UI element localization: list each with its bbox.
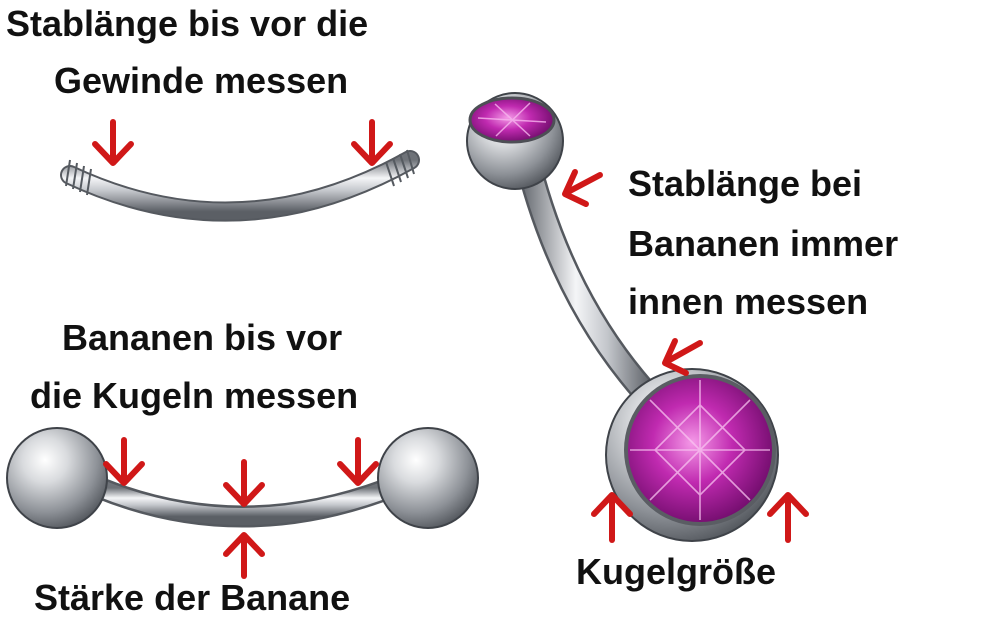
- label-banana-inner-1: Stablänge bei: [628, 163, 863, 204]
- label-ball-length-1: Bananen bis vor: [62, 317, 343, 358]
- belly-piercing: [466, 92, 779, 542]
- label-bar-thickness: Stärke der Banane: [34, 577, 351, 618]
- label-banana-inner-2: Bananen immer: [628, 223, 899, 264]
- arrow-ball-size-left: [591, 492, 633, 543]
- label-ball-length-2: die Kugeln messen: [30, 375, 359, 416]
- curved-bar-balls: [6, 427, 479, 529]
- label-thread-length-1: Stablänge bis vor die: [6, 3, 369, 44]
- large-gem-ball: [605, 368, 779, 542]
- arrow-thickness-bottom: [223, 532, 265, 579]
- label-thread-length-2: Gewinde messen: [54, 60, 349, 101]
- arrow-thread-right: [351, 119, 393, 166]
- arrow-bar-inner: [662, 338, 703, 376]
- arrow-ball-size-right: [767, 492, 809, 543]
- ball-right: [377, 427, 479, 529]
- ball-left: [6, 427, 108, 529]
- small-gem-ball: [466, 92, 564, 190]
- arrow-small-ball: [562, 169, 603, 207]
- thread-right: [385, 149, 415, 187]
- arrow-ball-right: [337, 437, 379, 486]
- arrow-thread-left: [92, 119, 134, 166]
- label-banana-inner-3: innen messen: [628, 281, 869, 322]
- arrow-ball-left: [103, 437, 145, 486]
- curved-bar-threaded: [60, 149, 420, 222]
- arrow-thickness-top: [223, 459, 265, 507]
- thread-left: [65, 159, 92, 196]
- label-ball-size: Kugelgröße: [576, 551, 777, 592]
